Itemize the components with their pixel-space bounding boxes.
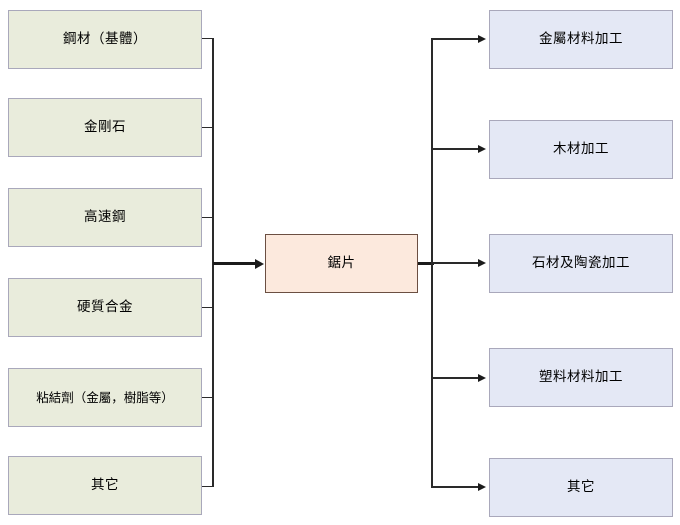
output-node-label: 塑料材料加工	[539, 369, 623, 386]
connector-stub-input-1	[202, 38, 214, 40]
output-node-label: 木材加工	[553, 141, 609, 158]
input-node-other[interactable]: 其它	[8, 456, 202, 515]
input-node-binder[interactable]: 粘結劑（金屬，樹脂等）	[8, 368, 202, 427]
connector-branch-output-1	[432, 38, 480, 40]
arrowhead-output-5	[478, 482, 486, 491]
input-node-label: 其它	[91, 477, 119, 494]
arrowhead-output-3	[478, 258, 486, 267]
output-node-label: 石材及陶瓷加工	[532, 255, 630, 272]
input-node-label: 粘結劑（金屬，樹脂等）	[36, 390, 174, 405]
connector-stub-input-2	[202, 127, 214, 129]
input-node-label: 鋼材（基體）	[63, 31, 147, 48]
input-node-label: 硬質合金	[77, 299, 133, 316]
input-node-cemented-carbide[interactable]: 硬質合金	[8, 278, 202, 337]
connector-center-to-trunk	[418, 262, 434, 265]
input-node-label: 金剛石	[84, 119, 126, 136]
output-node-label: 金屬材料加工	[539, 31, 623, 48]
connector-stub-input-5	[202, 397, 214, 399]
arrowhead-output-1	[478, 34, 486, 43]
connector-stub-input-3	[202, 217, 214, 219]
connector-input-to-center	[213, 262, 257, 265]
output-node-stone-ceramic-processing[interactable]: 石材及陶瓷加工	[489, 234, 673, 293]
output-node-other[interactable]: 其它	[489, 458, 673, 517]
arrowhead-output-4	[478, 373, 486, 382]
input-node-diamond[interactable]: 金剛石	[8, 98, 202, 157]
output-node-label: 其它	[567, 479, 595, 496]
connector-stub-input-6	[202, 486, 214, 488]
arrowhead-input-to-center	[255, 258, 264, 269]
connector-branch-output-5	[432, 486, 480, 488]
connector-stub-input-4	[202, 307, 214, 309]
connector-branch-output-4	[432, 377, 480, 379]
center-node-saw-blade[interactable]: 鋸片	[265, 234, 418, 293]
connector-branch-output-2	[432, 148, 480, 150]
output-node-plastic-processing[interactable]: 塑料材料加工	[489, 348, 673, 407]
output-node-metal-processing[interactable]: 金屬材料加工	[489, 10, 673, 69]
connector-trunk-left	[212, 38, 214, 487]
arrowhead-output-2	[478, 144, 486, 153]
connector-trunk-right	[431, 38, 433, 488]
input-node-label: 高速鋼	[84, 209, 126, 226]
input-node-high-speed-steel[interactable]: 高速鋼	[8, 188, 202, 247]
output-node-wood-processing[interactable]: 木材加工	[489, 120, 673, 179]
center-node-label: 鋸片	[327, 255, 356, 272]
connector-branch-output-3	[432, 262, 480, 264]
input-node-steel[interactable]: 鋼材（基體）	[8, 10, 202, 69]
